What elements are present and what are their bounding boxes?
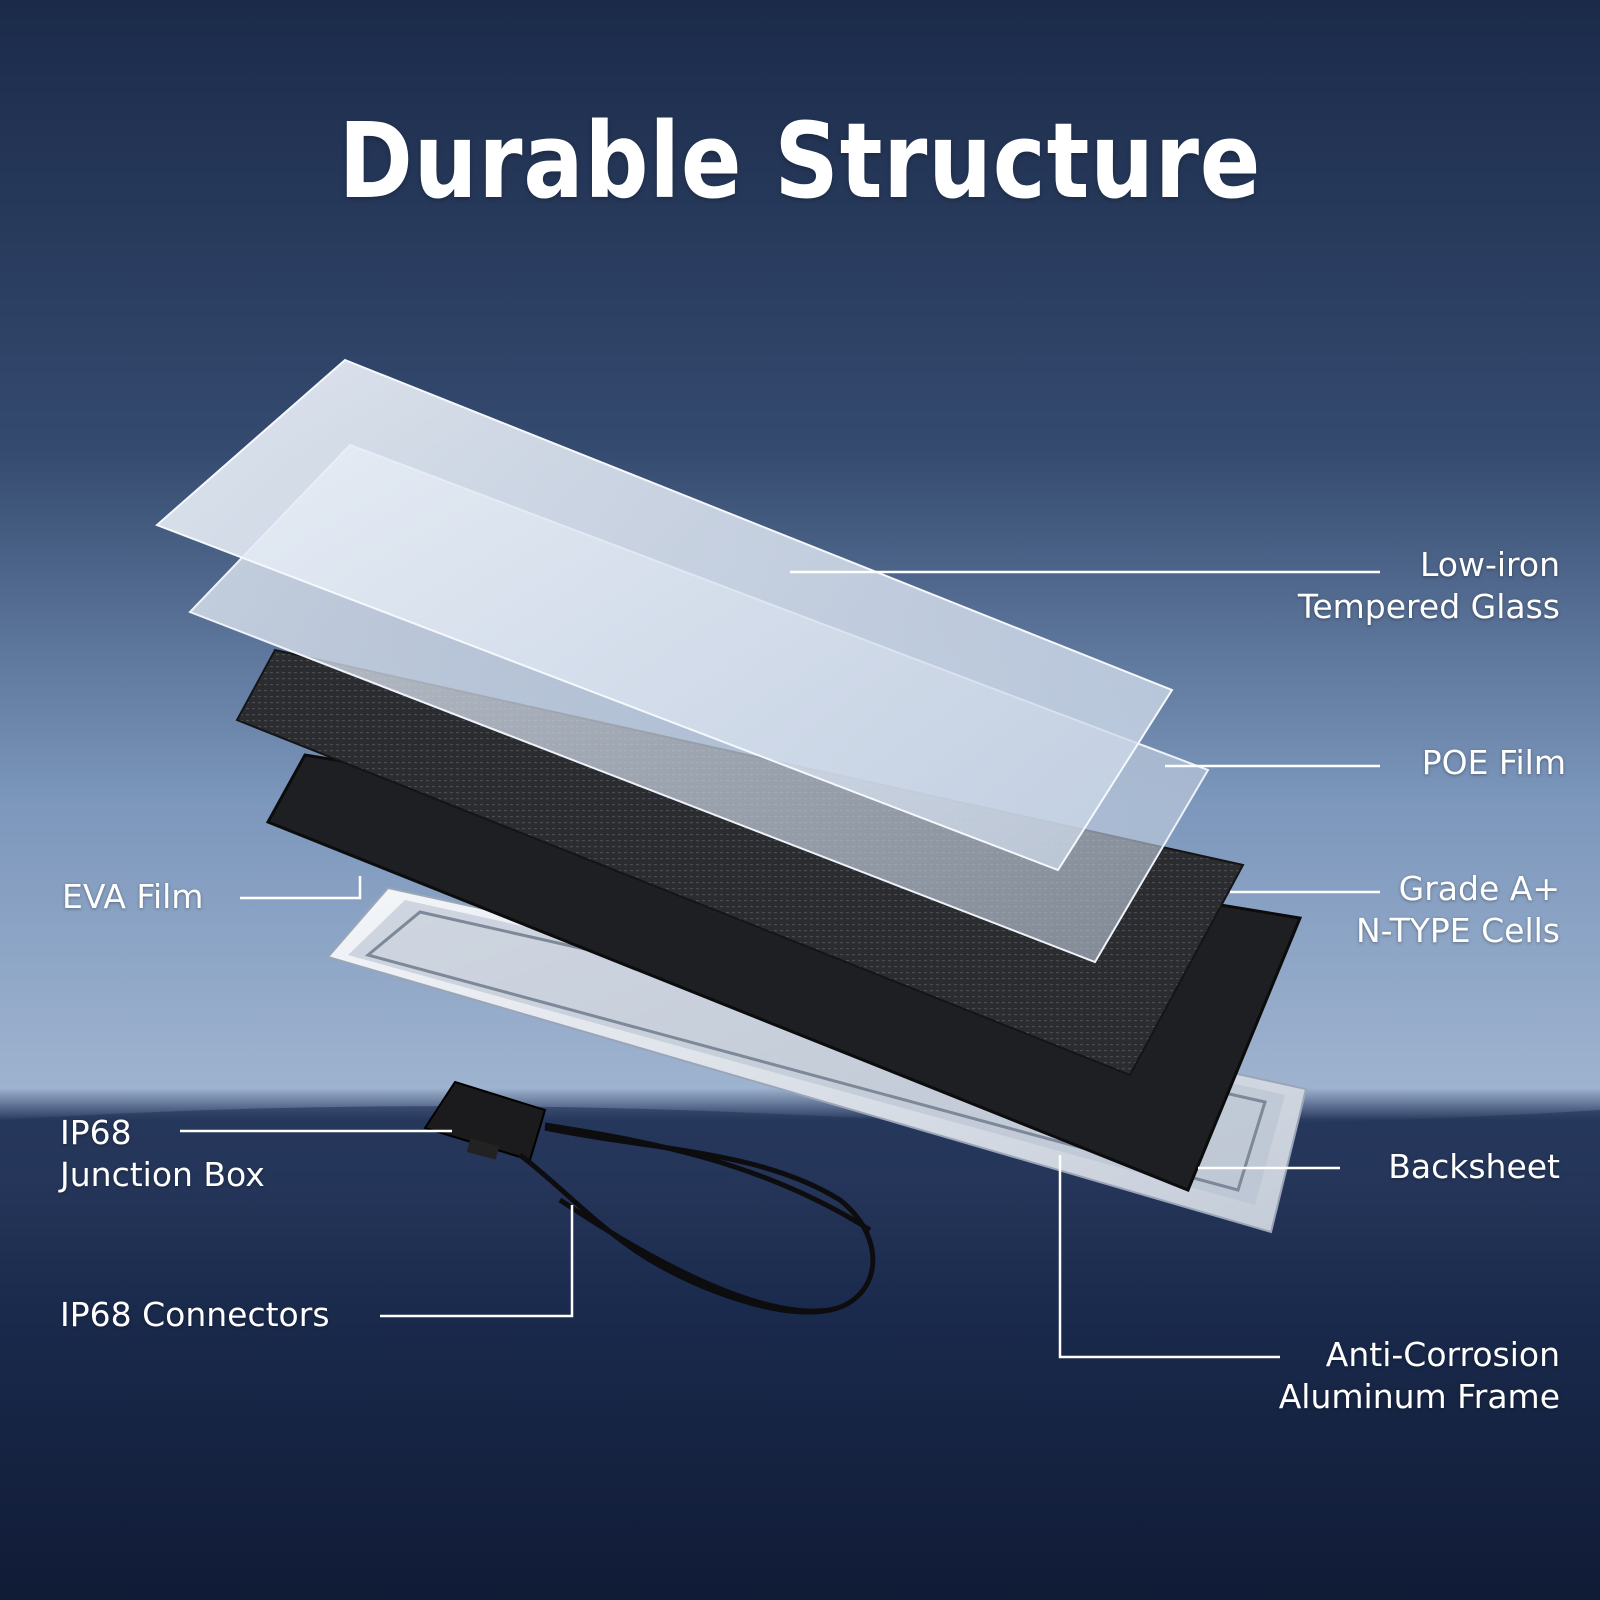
label-cells-line1: Grade A+ — [1398, 869, 1560, 908]
label-glass-line1: Low-iron — [1419, 545, 1560, 584]
label-connectors: IP68 Connectors — [60, 1294, 330, 1336]
cables — [518, 1122, 876, 1315]
label-poe: POE Film — [1422, 742, 1566, 784]
label-poe-line1: POE Film — [1421, 743, 1566, 782]
glass-layer — [155, 358, 1174, 872]
label-backsheet-line1: Backsheet — [1388, 1147, 1560, 1186]
label-glass-line2: Tempered Glass — [1297, 587, 1560, 626]
label-frame-line1: Anti-Corrosion — [1325, 1335, 1560, 1374]
label-eva: EVA Film — [62, 876, 203, 918]
label-junction-line1: IP68 — [60, 1113, 132, 1152]
leader-eva — [240, 876, 362, 900]
label-glass: Low-iron Tempered Glass — [1298, 544, 1560, 628]
label-cells: Grade A+ N-TYPE Cells — [1356, 868, 1560, 952]
label-backsheet: Backsheet — [1388, 1146, 1560, 1188]
label-frame-line2: Aluminum Frame — [1278, 1377, 1560, 1416]
label-eva-line1: EVA Film — [62, 877, 204, 916]
label-frame: Anti-Corrosion Aluminum Frame — [1279, 1334, 1560, 1418]
leader-frame — [1058, 1155, 1280, 1359]
label-connectors-line1: IP68 Connectors — [60, 1295, 330, 1334]
page-title: Durable Structure — [338, 100, 1262, 222]
label-junction-line2: Junction Box — [60, 1155, 265, 1194]
label-cells-line2: N-TYPE Cells — [1356, 911, 1560, 950]
label-junction: IP68 Junction Box — [60, 1112, 265, 1196]
leader-connectors — [380, 1205, 574, 1318]
leader-lines — [180, 570, 1380, 1359]
